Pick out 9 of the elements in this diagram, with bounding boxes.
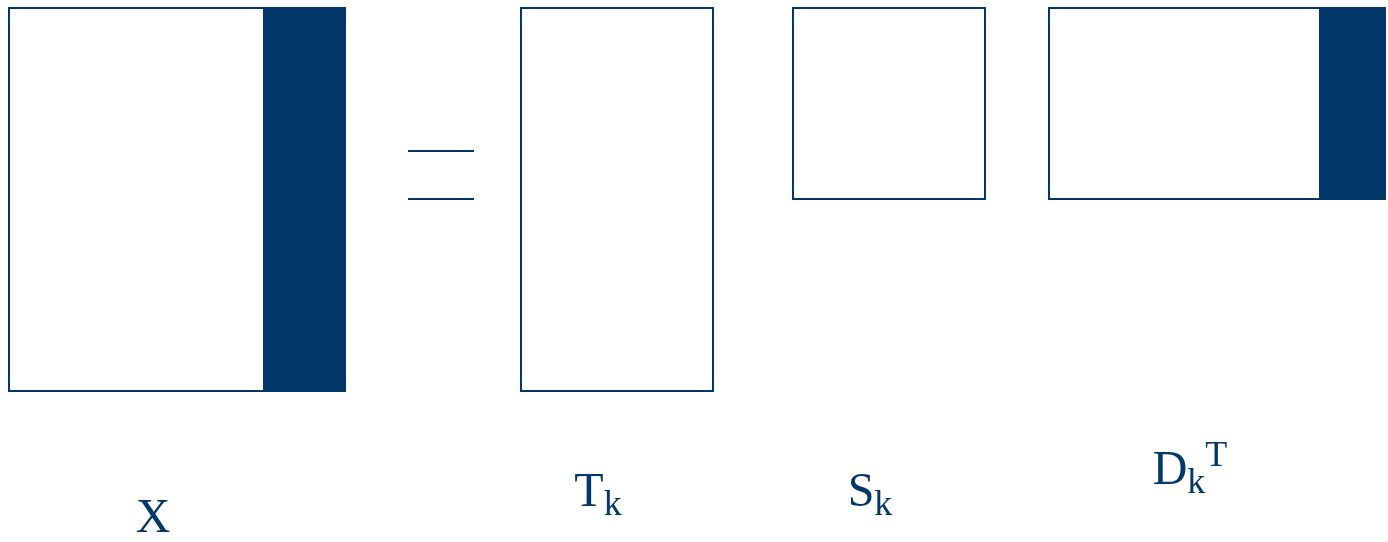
- matrix-label: T$_{k}$: [574, 462, 622, 520]
- matrix-label: X: [135, 488, 171, 542]
- matrix-box: [1048, 7, 1386, 200]
- filled-column: [1319, 9, 1384, 198]
- matrix-box: [792, 7, 986, 200]
- matrix-label: S$_{k}$: [847, 462, 893, 520]
- filled-column: [263, 9, 344, 390]
- matrix-box: [8, 7, 346, 392]
- matrix-box: [520, 7, 714, 392]
